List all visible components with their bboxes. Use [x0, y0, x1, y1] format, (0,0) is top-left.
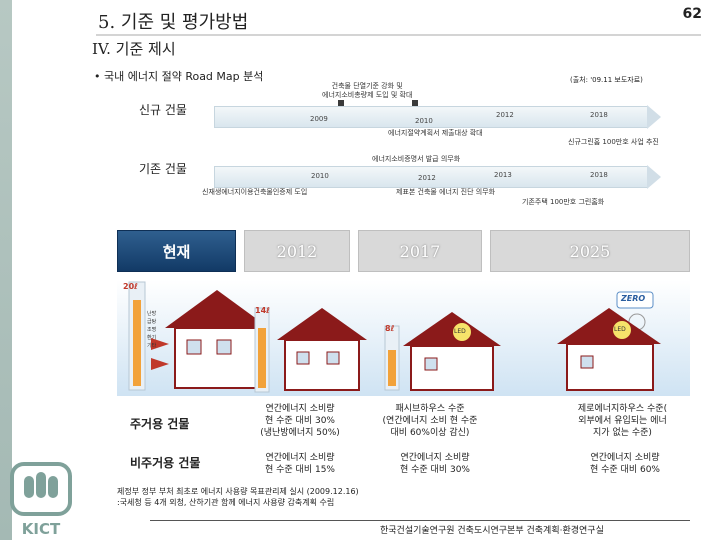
house-window-icon — [326, 351, 340, 365]
new-building-year: 2010 — [415, 117, 433, 125]
house-wall — [566, 343, 654, 391]
new-building-marker-2 — [412, 100, 418, 106]
header-year-2012: 2012 — [244, 230, 350, 272]
footnote: 제정부 정부 부처 최초로 에너지 사용량 목표관리제 실시 (2009.12.… — [117, 487, 359, 507]
new-building-year: 2018 — [590, 111, 608, 119]
existing-building-left-note: 신재생에너지이용건축물인증제 도입 — [202, 188, 308, 196]
existing-building-label: 기존 건물 — [139, 162, 187, 176]
thermometer-current-label: 20ℓ — [123, 282, 138, 291]
new-building-top-note: 건축물 단열기준 강화 및 에너지소비총량제 도입 및 확대 — [322, 82, 413, 99]
kict-logo-text: KICT — [21, 520, 61, 538]
existing-building-top-note: 에너지소비증명서 발급 의무화 — [372, 155, 461, 163]
house-window-icon — [186, 339, 202, 355]
led-label: LED — [614, 326, 626, 333]
source-note: (출처: '09.11 보도자료) — [570, 76, 643, 84]
new-building-right-note: 신규그린홈 100만호 사업 추진 — [568, 138, 659, 146]
thermometer-2017-label: 8ℓ — [385, 324, 395, 333]
house-2012 — [254, 307, 367, 393]
house-wall — [284, 339, 360, 391]
house-window-icon — [296, 351, 310, 365]
thermometer-2012-label: 14ℓ — [255, 306, 270, 315]
header-year-label: 2017 — [399, 242, 441, 261]
table-cell: 연간에너지 소비량 현 수준 대비 30% (냉난방에너지 50%) — [260, 404, 340, 438]
existing-building-right-note: 기존주택 100만호 그린홈화 — [522, 198, 605, 206]
thermometer-current-fill — [133, 300, 141, 386]
new-building-below-note: 에너지절약계획서 제출대상 확대 — [388, 129, 483, 137]
house-2017 — [384, 312, 501, 391]
table-cell: 연간에너지 소비량 현 수준 대비 30% — [400, 453, 470, 475]
header-year-2017: 2017 — [358, 230, 482, 272]
new-building-year: 2012 — [496, 111, 514, 119]
left-decorative-bar — [0, 0, 12, 540]
footer-divider — [150, 520, 690, 521]
table-cell: 연간에너지 소비량 현 수준 대비 15% — [265, 453, 335, 475]
house-window-icon — [580, 355, 594, 369]
header-current: 현재 — [117, 230, 236, 272]
house-roof-icon — [557, 308, 661, 344]
existing-building-year: 2018 — [590, 171, 608, 179]
zero-badge-label: ZERO — [621, 294, 646, 303]
house-current — [128, 281, 269, 391]
new-building-year: 2009 — [310, 115, 328, 123]
house-window-icon — [216, 339, 232, 355]
heat-loss-arrow-icon — [151, 338, 169, 350]
existing-building-year: 2013 — [494, 171, 512, 179]
thermometer-2012-fill — [258, 328, 266, 388]
new-building-arrow-head — [647, 105, 661, 129]
house-roof-icon — [403, 312, 501, 346]
table-cell: 제로에너지하우스 수준( 외부에서 유입되는 에너 지가 없는 수준) — [577, 404, 668, 438]
page-number: 62 — [682, 6, 702, 22]
current-side-label: 난방 — [147, 311, 157, 317]
led-lamp-icon — [613, 321, 631, 339]
footer-text: 한국건설기술연구원 건축도시연구본부 건축계획·환경연구실 — [380, 526, 604, 536]
house-2025 — [557, 291, 661, 391]
table-cell: 패시브하우스 수준 (연간에너지 소비 현 수준 대비 60%이상 감신) — [382, 404, 478, 438]
section-bullet: • 국내 에너지 절약 Road Map 분석 — [94, 70, 264, 83]
page-title: 5. 기준 및 평가방법 — [98, 12, 249, 33]
house-roof-icon — [277, 308, 367, 340]
current-side-label: 조명 — [147, 327, 157, 333]
zero-badge-icon — [616, 291, 654, 309]
current-side-label: 급탕 — [147, 319, 157, 325]
header-current-label: 현재 — [162, 243, 191, 261]
current-side-label: 기타 — [147, 343, 157, 349]
category-residential: 주거용 건물 — [130, 417, 190, 431]
kict-logo: KICT — [8, 460, 74, 538]
led-label: LED — [454, 328, 466, 335]
existing-building-mid-note: 제표본 건축물 에너지 진단 의무화 — [396, 188, 496, 196]
led-lamp-icon — [453, 323, 471, 341]
table-cell: 연간에너지 소비량 현 수준 대비 60% — [590, 453, 660, 475]
new-building-label: 신규 건물 — [139, 103, 187, 117]
header-year-label: 2025 — [569, 242, 611, 261]
new-building-marker-1 — [338, 100, 344, 106]
house-window-icon — [424, 357, 438, 371]
houses-graphic — [128, 281, 661, 393]
heat-loss-arrow-icon — [151, 358, 169, 370]
category-nonresidential: 비주거용 건물 — [130, 456, 201, 470]
energy-house-illustration: 20ℓ 14ℓ 8ℓ ZERO LED LED 난방 급탕 조명 환기 기타 — [117, 280, 690, 396]
existing-building-arrow-head — [647, 165, 661, 189]
current-side-labels: 난방 급탕 조명 환기 기타 — [147, 310, 156, 350]
existing-building-year: 2010 — [311, 172, 329, 180]
house-wall — [174, 327, 262, 389]
existing-building-year: 2012 — [418, 174, 436, 182]
header-year-2025: 2025 — [490, 230, 690, 272]
kict-logo-mark — [10, 462, 72, 516]
title-divider — [96, 34, 701, 36]
current-side-label: 환기 — [147, 335, 157, 341]
header-year-label: 2012 — [276, 242, 318, 261]
house-wall — [410, 345, 494, 391]
house-roof-icon — [165, 290, 269, 328]
section-subtitle: IV. 기준 제시 — [92, 40, 176, 58]
thermometer-2017-fill — [388, 350, 396, 386]
